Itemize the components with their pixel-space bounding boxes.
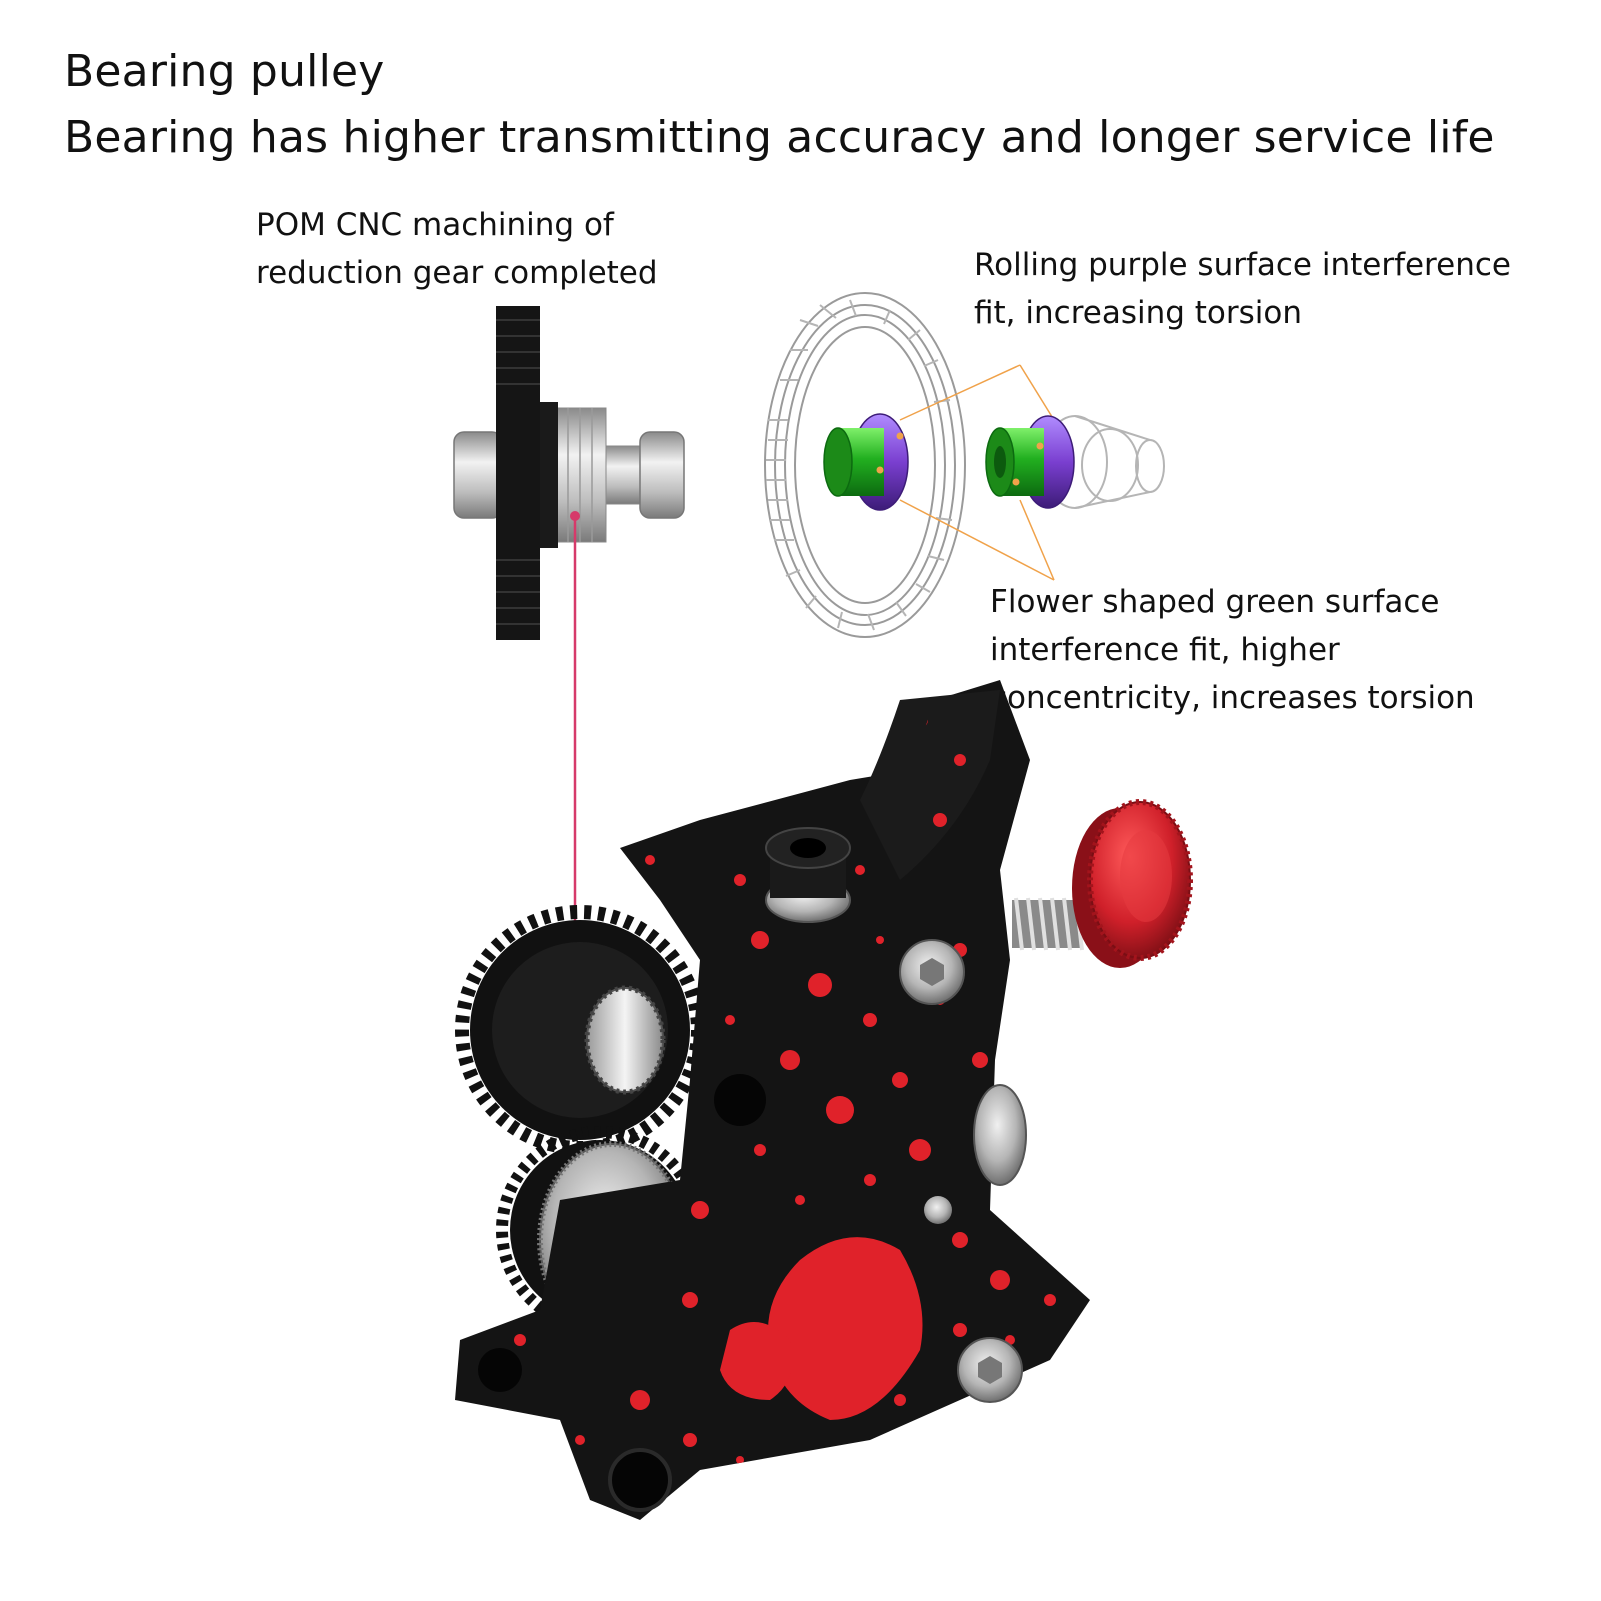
body-hole-upper	[714, 1074, 766, 1126]
callout-purple-line-2: fit, increasing torsion	[974, 295, 1303, 331]
orange-arrow-markers	[876, 432, 1044, 486]
body-hole-lower	[608, 1448, 672, 1512]
pneumatic-fitting	[765, 827, 851, 923]
title-line-1: Bearing pulley	[64, 46, 385, 97]
pom-gear-hub	[540, 402, 558, 548]
green-hub-left-face	[823, 427, 853, 497]
callout-pom-gear: POM CNC machining of reduction gear comp…	[256, 201, 658, 297]
red-splatter-pattern	[491, 712, 1056, 1486]
callout-purple-line-1: Rolling purple surface interference	[974, 247, 1511, 283]
callout-pom-line-1: POM CNC machining of	[256, 207, 614, 243]
tension-spring	[1012, 897, 1084, 951]
pinion-gear	[555, 407, 607, 543]
callout-green-line-3: concentricity, increases torsion	[990, 680, 1475, 716]
wireframe-gear-ring	[764, 292, 966, 638]
wireframe-gear-teeth	[766, 299, 953, 631]
extruder-assembly	[455, 680, 1193, 1520]
callout-pom-line-2: reduction gear completed	[256, 255, 658, 291]
pom-gear-teeth	[496, 319, 540, 625]
callout-green-surface: Flower shaped green surface interference…	[990, 578, 1475, 722]
transparent-gear-diagram	[764, 292, 1165, 638]
extruder-pinion	[584, 985, 666, 1095]
pom-gear-disc	[496, 306, 540, 640]
orange-guide-lines	[899, 364, 1055, 581]
title-line-2: Bearing has higher transmitting accuracy…	[64, 112, 1495, 163]
green-hub-right-bore	[994, 446, 1006, 478]
reduction-gear-side-view	[453, 306, 685, 640]
pinion-teeth	[567, 408, 593, 542]
callout-green-line-2: interference fit, higher	[990, 632, 1340, 668]
tension-lever	[860, 690, 1000, 880]
gear-shaft-right	[639, 431, 685, 519]
small-bearing-side	[924, 1084, 1027, 1224]
callout-purple-surface: Rolling purple surface interference fit,…	[974, 241, 1511, 337]
pivot-hole	[478, 1348, 522, 1392]
gear-shaft-left	[453, 431, 503, 519]
callout-green-line-1: Flower shaped green surface	[990, 584, 1440, 620]
red-tension-knob	[1072, 799, 1193, 968]
hex-screw-lower	[957, 1337, 1023, 1403]
hex-screw-upper	[899, 939, 965, 1005]
extruder-body	[455, 680, 1090, 1520]
